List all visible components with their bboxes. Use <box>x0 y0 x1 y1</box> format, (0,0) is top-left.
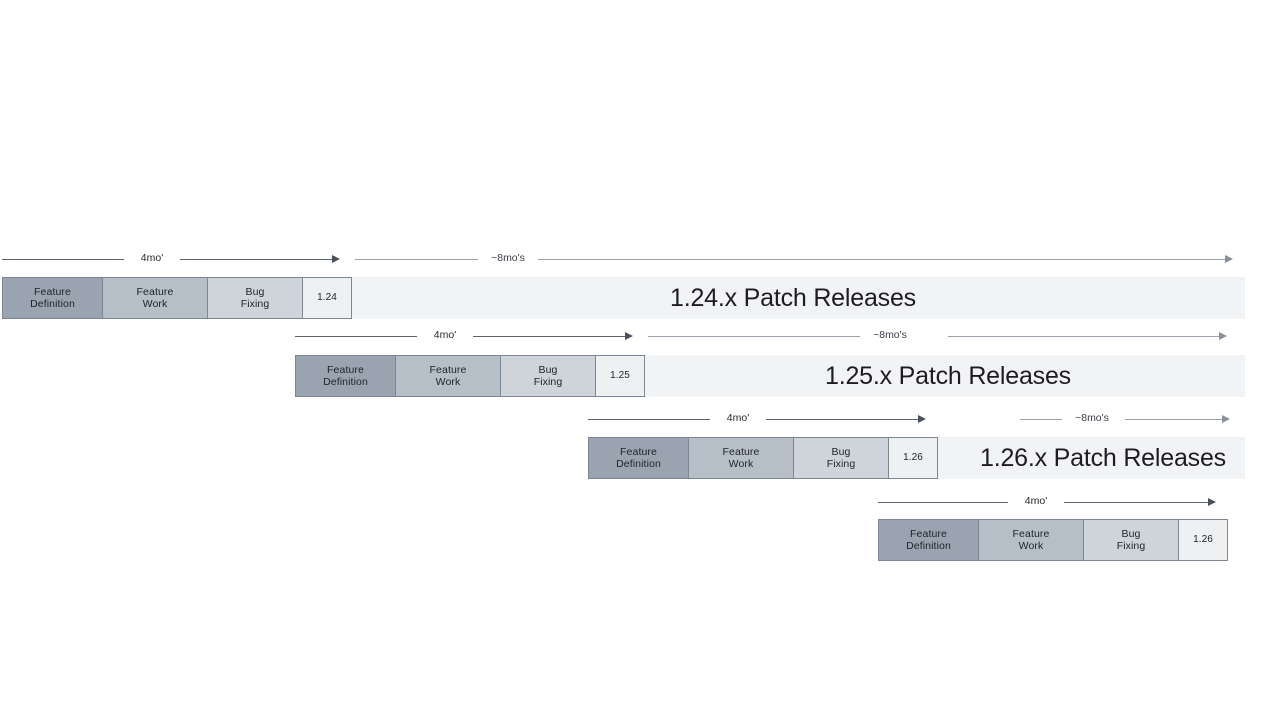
phase-feature-definition[interactable]: Feature Definition <box>878 519 978 561</box>
dev-duration-label: 4mo' <box>433 329 457 341</box>
measure-line-right <box>180 259 333 260</box>
patch-release-bar-1-26: 1.26.x Patch Releases <box>938 437 1245 479</box>
measure-arrowhead-icon <box>1225 254 1233 263</box>
measure-arrowhead-icon <box>1219 331 1227 340</box>
patch-release-label: 1.26.x Patch Releases <box>980 444 1226 472</box>
dev-duration-measure-1-26: 4mo' <box>588 410 928 428</box>
measure-line-right <box>473 336 626 337</box>
patch-release-bar-1-24: 1.24.x Patch Releases <box>352 277 1245 319</box>
phase-label-line2: Definition <box>30 298 75 310</box>
measure-line-left <box>2 259 124 260</box>
phase-label-line2: Fixing <box>1116 540 1146 552</box>
phase-bug-fixing[interactable]: Bug Fixing <box>500 355 595 397</box>
phase-feature-work[interactable]: Feature Work <box>978 519 1083 561</box>
dev-duration-measure-1-25: 4mo' <box>295 327 635 345</box>
phase-label-line1: Feature <box>620 445 657 458</box>
phase-feature-definition[interactable]: Feature Definition <box>588 437 688 479</box>
phase-label-line1: Feature <box>136 285 174 298</box>
dev-duration-label: 4mo' <box>726 412 750 424</box>
patch-release-bar-1-25: 1.25.x Patch Releases <box>645 355 1245 397</box>
dev-duration-measure-1-26-next: 4mo' <box>878 493 1218 511</box>
measure-line-right <box>948 336 1220 337</box>
version-box-1-26[interactable]: 1.26 <box>888 437 938 479</box>
phase-label-line2: Definition <box>906 540 951 552</box>
phase-label-line2: Fixing <box>533 376 563 388</box>
phase-feature-definition[interactable]: Feature Definition <box>2 277 102 319</box>
phase-bug-fixing[interactable]: Bug Fixing <box>207 277 302 319</box>
patch-duration-label: ~8mo's <box>491 252 525 264</box>
phase-label-line2: Work <box>728 458 754 470</box>
patch-duration-measure-1-26: ~8mo's <box>1020 410 1238 428</box>
measure-line-left <box>648 336 860 337</box>
dev-duration-measure-1-24: 4mo' <box>2 250 342 268</box>
phase-label-line2: Fixing <box>240 298 270 310</box>
measure-arrowhead-icon <box>1208 497 1216 506</box>
phase-feature-work[interactable]: Feature Work <box>688 437 793 479</box>
phase-feature-definition[interactable]: Feature Definition <box>295 355 395 397</box>
phase-label-line2: Definition <box>616 458 661 470</box>
patch-duration-label: ~8mo's <box>873 329 907 341</box>
phase-label-line1: Feature <box>34 285 71 298</box>
phase-label-line2: Work <box>142 298 168 310</box>
phase-label-line1: Feature <box>910 527 947 540</box>
dev-duration-label: 4mo' <box>140 252 164 264</box>
phase-label-line2: Fixing <box>826 458 856 470</box>
measure-line-left <box>355 259 478 260</box>
measure-arrowhead-icon <box>625 331 633 340</box>
phase-track-1-26-next: Feature Definition Feature Work Bug Fixi… <box>878 519 1228 561</box>
patch-duration-measure-1-24: ~8mo's <box>355 250 1235 268</box>
phase-label-line2: Work <box>1018 540 1044 552</box>
measure-arrowhead-icon <box>1222 414 1230 423</box>
patch-release-label: 1.25.x Patch Releases <box>825 362 1071 390</box>
measure-arrowhead-icon <box>918 414 926 423</box>
phase-bug-fixing[interactable]: Bug Fixing <box>1083 519 1178 561</box>
phase-label-line2: Work <box>435 376 461 388</box>
measure-line-left <box>878 502 1008 503</box>
phase-track-1-26: Feature Definition Feature Work Bug Fixi… <box>588 437 938 479</box>
phase-label-line1: Feature <box>1012 527 1050 540</box>
patch-duration-measure-1-25: ~8mo's <box>648 327 1236 345</box>
phase-bug-fixing[interactable]: Bug Fixing <box>793 437 888 479</box>
measure-line-right <box>1064 502 1209 503</box>
phase-feature-work[interactable]: Feature Work <box>102 277 207 319</box>
phase-label-line1: Bug <box>1121 527 1141 540</box>
phase-label-line2: Definition <box>323 376 368 388</box>
patch-release-label: 1.24.x Patch Releases <box>670 284 916 312</box>
phase-label-line1: Feature <box>429 363 467 376</box>
measure-line-right <box>1125 419 1223 420</box>
phase-label-line1: Feature <box>722 445 760 458</box>
phase-label-line1: Bug <box>538 363 558 376</box>
version-box-1-26-next[interactable]: 1.26 <box>1178 519 1228 561</box>
phase-feature-work[interactable]: Feature Work <box>395 355 500 397</box>
phase-track-1-24: Feature Definition Feature Work Bug Fixi… <box>2 277 352 319</box>
measure-line-left <box>1020 419 1062 420</box>
dev-duration-label: 4mo' <box>1024 495 1048 507</box>
phase-label-line1: Bug <box>245 285 265 298</box>
phase-track-1-25: Feature Definition Feature Work Bug Fixi… <box>295 355 645 397</box>
version-box-1-24[interactable]: 1.24 <box>302 277 352 319</box>
phase-label-line1: Bug <box>831 445 851 458</box>
phase-label-line1: Feature <box>327 363 364 376</box>
patch-duration-label: ~8mo's <box>1075 412 1109 424</box>
measure-line-right <box>766 419 919 420</box>
measure-line-right <box>538 259 1227 260</box>
measure-line-left <box>588 419 710 420</box>
measure-arrowhead-icon <box>332 254 340 263</box>
version-box-1-25[interactable]: 1.25 <box>595 355 645 397</box>
measure-line-left <box>295 336 417 337</box>
